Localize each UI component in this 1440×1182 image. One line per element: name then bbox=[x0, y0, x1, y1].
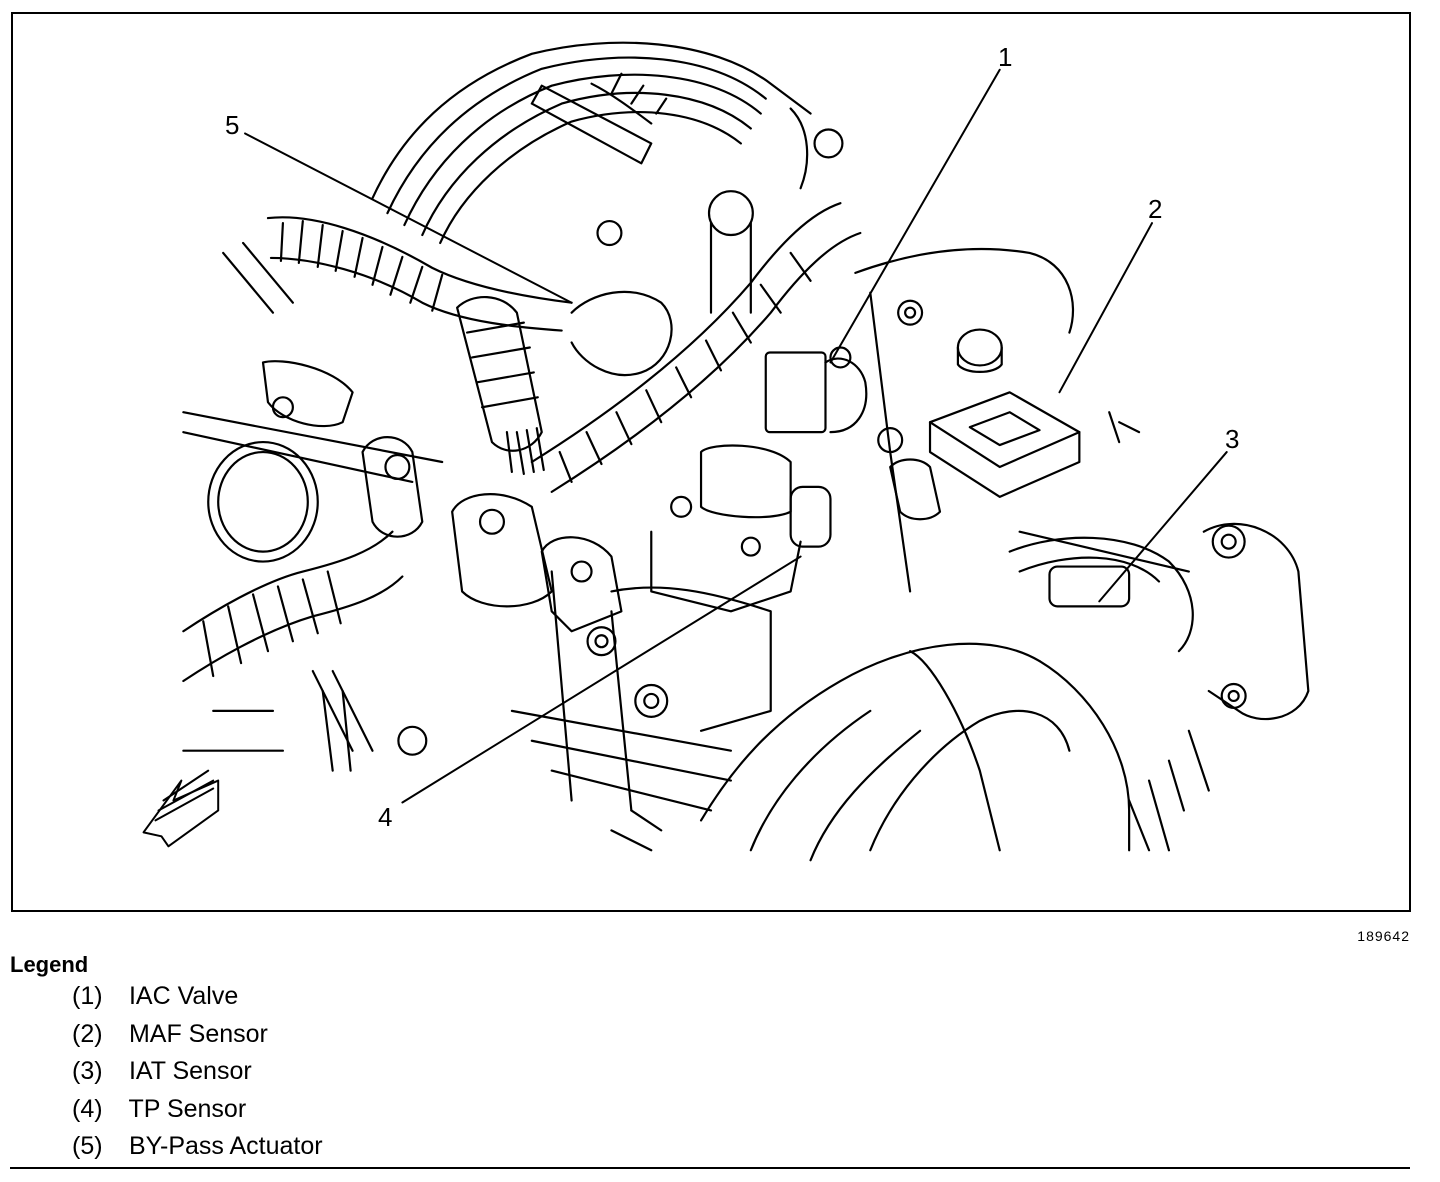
figure-id: 189642 bbox=[1357, 928, 1410, 944]
maf-sensor bbox=[889, 391, 1141, 521]
legend-item: (4) TP Sensor bbox=[72, 1094, 247, 1123]
callout-leader-lines bbox=[244, 68, 1228, 804]
wiring-harness bbox=[266, 216, 573, 476]
leader-line-1 bbox=[829, 68, 1001, 364]
bottom-divider bbox=[10, 1167, 1410, 1169]
leader-line-3 bbox=[1098, 451, 1228, 603]
callout-3: 3 bbox=[1225, 424, 1240, 454]
legend-list: (1) IAC Valve (2) MAF Sensor (3) IAT Sen… bbox=[72, 982, 323, 1170]
throttle-body bbox=[764, 247, 1074, 593]
main-harness bbox=[530, 190, 862, 493]
legend-item: (1) IAC Valve bbox=[72, 982, 239, 1010]
intake-manifold bbox=[371, 41, 844, 247]
leader-line-2 bbox=[1058, 222, 1154, 394]
legend-item: (2) MAF Sensor bbox=[72, 1019, 268, 1048]
engine-line-drawing bbox=[142, 41, 1310, 862]
callout-5: 5 bbox=[225, 110, 240, 140]
mounting-brackets bbox=[361, 436, 633, 812]
tp-sensor bbox=[510, 444, 832, 812]
callout-1: 1 bbox=[998, 42, 1013, 72]
callout-4: 4 bbox=[378, 802, 393, 832]
air-intake-duct bbox=[1008, 522, 1310, 721]
engine-diagram: 1 2 3 4 5 bbox=[11, 12, 1411, 912]
engine-left-side bbox=[182, 241, 444, 772]
arrow-down-left-icon bbox=[142, 769, 220, 848]
legend-item: (5) BY-Pass Actuator bbox=[72, 1132, 323, 1160]
engine-right-side bbox=[610, 729, 1210, 852]
leader-line-4 bbox=[401, 555, 802, 804]
air-hose bbox=[699, 642, 1131, 862]
leader-line-5 bbox=[244, 132, 573, 304]
legend-title: Legend bbox=[10, 952, 89, 977]
callout-2: 2 bbox=[1148, 194, 1163, 224]
legend-item: (3) IAT Sensor bbox=[72, 1057, 252, 1085]
